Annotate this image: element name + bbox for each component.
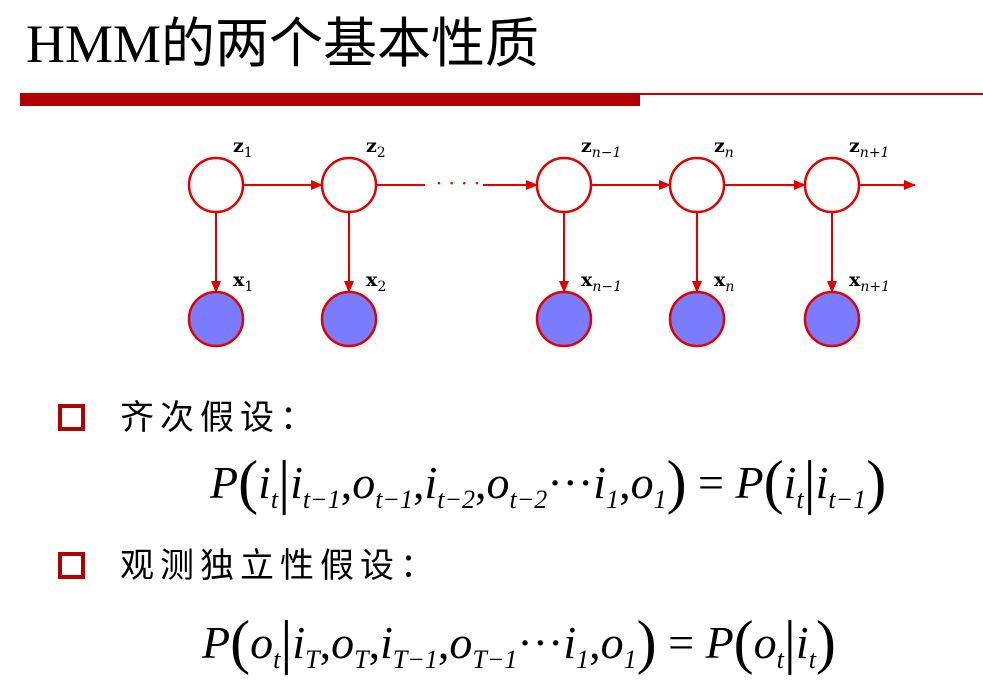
formula-variable: it−1 — [290, 457, 341, 514]
graph-edges — [211, 180, 916, 293]
observed-node — [320, 290, 378, 348]
hidden-node-label: zn — [714, 135, 734, 161]
observed-node — [187, 290, 245, 348]
formula-variable: ot−1 — [352, 457, 413, 514]
graph-labels: z1 x1 z2 x2 zn−1 xn−1 zn xn zn+1 xn+1 — [233, 135, 890, 295]
formula-func: P — [210, 457, 239, 508]
hidden-state-node — [668, 156, 726, 214]
formula-observation-independence: P(ot|iT,oT,iT−1,oT−1···i1,o1) = P(ot|it) — [202, 609, 836, 675]
bullet-label-observation-independence: 观测独立性假设： — [120, 546, 440, 586]
formula-variable: ot−2 — [486, 457, 548, 514]
observed-node-label: xn−1 — [581, 269, 622, 295]
formula-variable: iT — [292, 617, 320, 674]
formula-variable: o1 — [630, 457, 667, 514]
hidden-node-label: z1 — [233, 135, 253, 161]
graph-nodes — [187, 156, 861, 348]
observed-node — [535, 290, 593, 348]
hidden-state-node — [320, 156, 378, 214]
title-rule-thick — [20, 93, 640, 106]
formula-variable: ot — [753, 617, 784, 674]
formula-variable: i1 — [563, 617, 590, 674]
observed-node-label: x2 — [366, 269, 386, 295]
formula-variable: ot — [250, 617, 281, 674]
formula-func: P — [705, 617, 734, 668]
hmm-graphical-model: z1 x1 z2 x2 zn−1 xn−1 zn xn zn+1 xn+1 · · · · — [187, 135, 916, 348]
observed-node-label: x1 — [233, 269, 253, 295]
formula-variable: it−2 — [424, 457, 476, 514]
hidden-state-node — [187, 156, 245, 214]
hidden-node-label: z2 — [366, 135, 386, 161]
formula-variable: it−1 — [815, 457, 867, 514]
formula-variable: o1 — [600, 617, 637, 674]
observed-node-label: xn+1 — [849, 269, 890, 295]
formula-func: P — [202, 617, 231, 668]
slide-title: HMM的两个基本性质 — [26, 14, 540, 74]
formula-variable: it — [783, 457, 804, 514]
formula-homogeneous: P(it|it−1,ot−1,it−2,ot−2···i1,o1) = P(it… — [210, 449, 887, 515]
bullet-checkbox-icon — [58, 552, 85, 579]
hidden-node-label: zn−1 — [581, 135, 621, 161]
formula-variable: oT−1 — [449, 617, 518, 674]
bullet-label-homogeneous: 齐次假设： — [120, 398, 320, 438]
observed-node — [803, 290, 861, 348]
formula-variable: iT−1 — [380, 617, 438, 674]
hidden-state-node — [803, 156, 861, 214]
formula-func: P — [735, 457, 764, 508]
bullet-checkbox-icon — [58, 404, 85, 431]
title-rule-thin — [640, 93, 983, 95]
hidden-state-node — [535, 156, 593, 214]
formula-variable: it — [795, 617, 816, 674]
chain-ellipsis: · · · · — [436, 171, 481, 195]
formula-variable: oT — [331, 617, 369, 674]
observed-node-label: xn — [714, 269, 734, 295]
observed-node — [668, 290, 726, 348]
hidden-node-label: zn+1 — [849, 135, 889, 161]
formula-variable: i1 — [593, 457, 620, 514]
formula-variable: it — [258, 457, 279, 514]
